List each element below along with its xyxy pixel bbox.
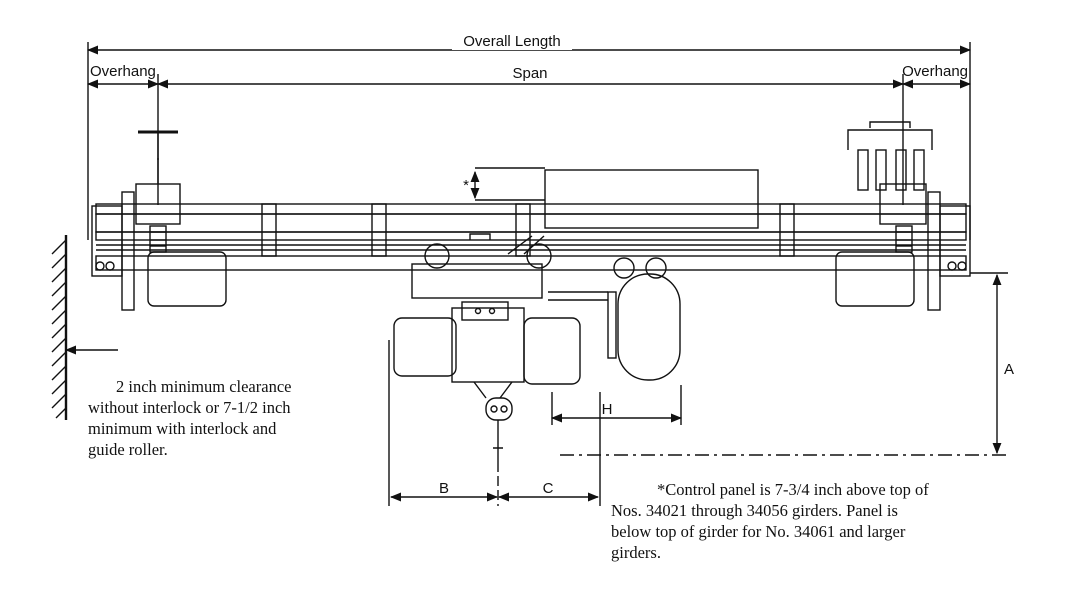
control-panel-note-line: below top of girder for No. 34061 and la… [611,522,906,541]
overhang-right-label: Overhang [902,63,968,80]
span-dimension [86,74,972,205]
clearance-note-line: guide roller. [88,440,168,459]
clearance-note: 2 inch minimum clearance without interlo… [88,376,291,460]
left-end-truck [91,130,227,311]
overhang-left-label: Overhang [90,63,156,80]
clearance-note-line: 2 inch minimum clearance [116,377,292,396]
dimension-h-label: H [602,401,613,418]
trolley-hoist [393,233,681,462]
dimension-a-label: A [1004,361,1014,378]
control-panel-star: * [463,177,469,194]
span-label: Span [512,65,547,82]
control-panel [470,167,759,229]
control-panel-note-line: *Control panel is 7-3/4 inch above top o… [657,480,929,499]
dimension-a [560,272,1008,456]
clearance-note-line: minimum with interlock and [88,419,277,438]
bridge-girders [95,203,967,271]
control-panel-note-line: Nos. 34021 through 34056 girders. Panel … [611,501,898,520]
girder-clips [261,203,795,257]
control-panel-note-line: girders. [611,543,661,562]
dimension-b-c [388,340,601,506]
dimension-b-label: B [439,480,449,497]
overall-length-label: Overall Length [463,33,561,50]
wall-hatching [51,235,118,420]
control-panel-note: *Control panel is 7-3/4 inch above top o… [611,479,929,563]
right-end-truck [835,121,971,311]
dimension-h [550,385,683,425]
clearance-note-line: without interlock or 7-1/2 inch [88,398,291,417]
dimension-c-label: C [543,480,554,497]
